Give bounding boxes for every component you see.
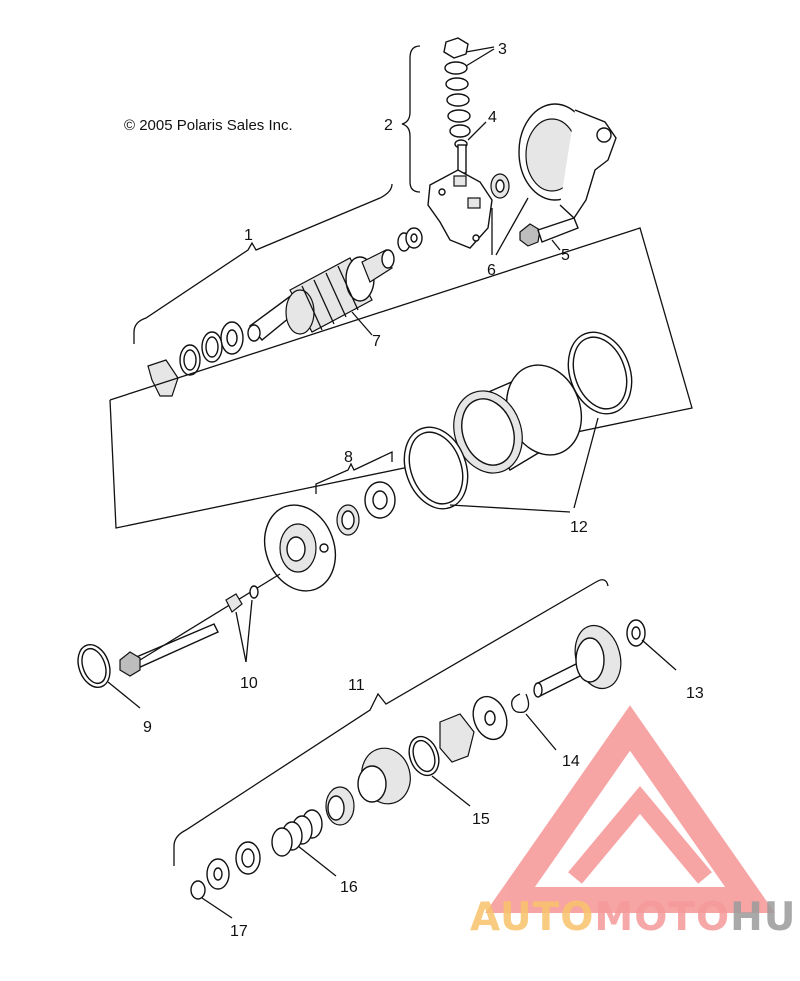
- callout-15: 15: [472, 811, 490, 828]
- wordmark-hub: HUB: [730, 895, 800, 940]
- bracket-2: [401, 45, 421, 193]
- callout-13: 13: [686, 685, 704, 702]
- frame-box-outline: [109, 227, 693, 529]
- svg-text:AUTOMOTOHUB: AUTOMOTOHUB: [470, 895, 800, 940]
- part-15-spring-clip: [408, 735, 471, 807]
- part-3-nut-washer-stack: [443, 37, 495, 149]
- part-17-clip: [190, 880, 233, 919]
- automotohub-wordmark: AUTOMOTOHUB: [470, 895, 800, 940]
- callout-8: 8: [344, 449, 353, 466]
- part-14-snap-ring: [511, 693, 557, 751]
- callout-2: 2: [384, 117, 393, 134]
- callout-5: 5: [561, 247, 570, 264]
- callout-10: 10: [240, 675, 258, 692]
- overrunning-clutch: [357, 747, 411, 805]
- wordmark-moto: MOTO: [594, 895, 730, 940]
- part-6-bushing: [490, 173, 510, 199]
- callout-7: 7: [372, 333, 381, 350]
- armature-shaft-washers: [147, 321, 244, 397]
- callout-1: 1: [244, 227, 253, 244]
- part-8-bearings: [336, 481, 396, 536]
- callout-17: 17: [230, 923, 248, 940]
- part-13-pinion-shaft: [533, 619, 677, 698]
- callout-16: 16: [340, 879, 358, 896]
- callout-14: 14: [562, 753, 580, 770]
- wordmark-auto: AUTO: [470, 895, 594, 940]
- bracket-8: [315, 450, 393, 494]
- part-12-front-o-ring: [403, 417, 599, 513]
- drive-end-housing: [263, 504, 337, 592]
- front-washers: [206, 841, 261, 890]
- drive-washers: [439, 695, 508, 763]
- callout-12: 12: [570, 519, 588, 536]
- armature-end-washers: [397, 227, 423, 252]
- copyright-text: © 2005 Polaris Sales Inc.: [124, 117, 293, 134]
- part-7-armature: [247, 249, 395, 342]
- field-frame-yoke: [453, 364, 583, 474]
- callout-6: 6: [487, 262, 496, 279]
- part-9-o-ring: [77, 643, 141, 709]
- part-5-bolt: [519, 217, 579, 251]
- drive-collar: [325, 786, 355, 826]
- callout-11: 11: [348, 677, 365, 694]
- part-6-end-housing: [491, 103, 617, 256]
- part-12-rear-o-ring: [567, 331, 633, 415]
- automotohub-logo-mark: [485, 705, 775, 913]
- brush-plate: [427, 169, 493, 249]
- bracket-11: [173, 579, 609, 866]
- bracket-1: [133, 183, 393, 344]
- callout-9: 9: [143, 719, 152, 736]
- callout-3: 3: [498, 41, 507, 58]
- callout-4: 4: [488, 109, 497, 126]
- part-10-through-bolt: [119, 573, 281, 677]
- part-16-spring: [271, 809, 337, 877]
